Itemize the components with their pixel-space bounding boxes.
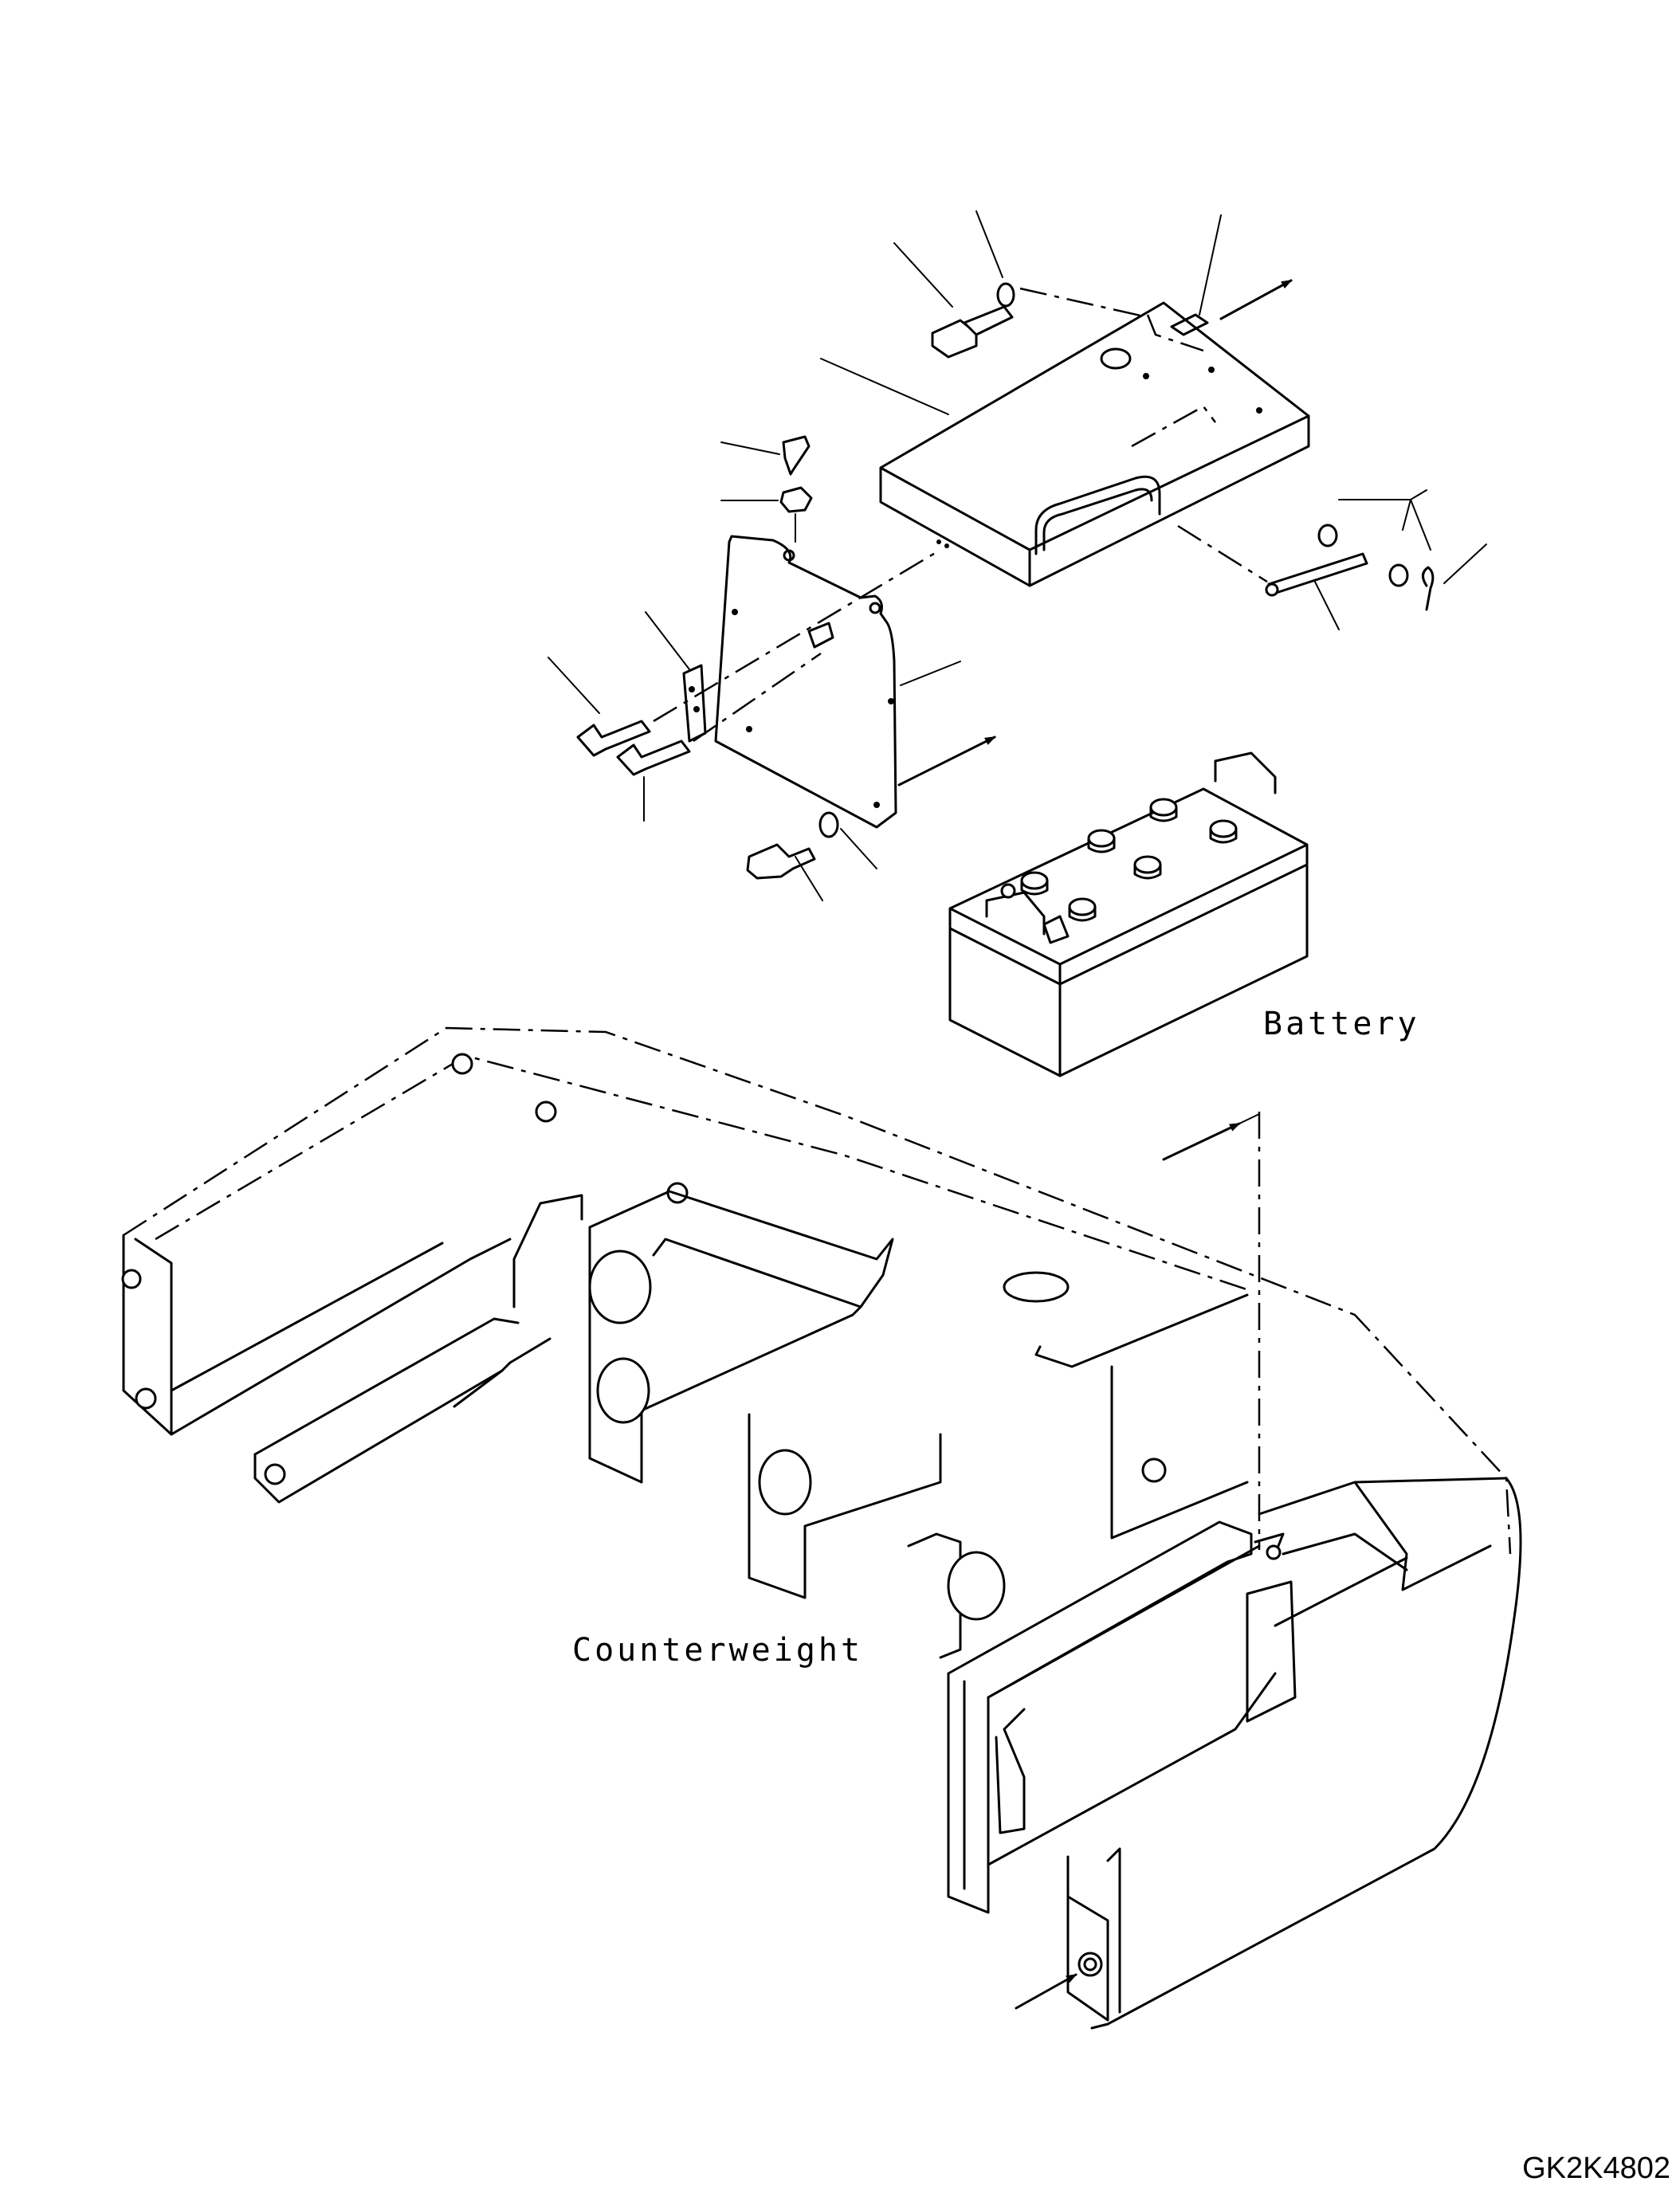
bolt-icon xyxy=(782,435,811,476)
drawing-code: GK2K4802 xyxy=(1522,2152,1670,2185)
counterweight-label: Counterweight xyxy=(572,1632,864,1669)
nut-icon xyxy=(779,486,813,513)
direction-arrow xyxy=(1219,279,1293,320)
bolt-icon xyxy=(746,843,816,880)
hinge-icon xyxy=(682,664,707,743)
bolt-icon xyxy=(931,305,1014,359)
counterweight xyxy=(121,1026,1522,2030)
washer-icon xyxy=(818,811,839,838)
battery-label: Battery xyxy=(1263,1006,1420,1042)
battery-icon xyxy=(948,751,1309,1077)
battery-cover xyxy=(820,301,1310,587)
washer-icon xyxy=(996,282,1015,308)
washer-icon xyxy=(1388,563,1409,587)
washer-icon xyxy=(1317,524,1338,547)
pin-icon xyxy=(1422,566,1435,611)
stay-rod xyxy=(1265,552,1368,597)
bolt-icon xyxy=(616,740,691,776)
bracket-plate xyxy=(714,535,897,829)
direction-arrow xyxy=(1015,1973,1077,2010)
bolt-icon xyxy=(576,720,651,757)
